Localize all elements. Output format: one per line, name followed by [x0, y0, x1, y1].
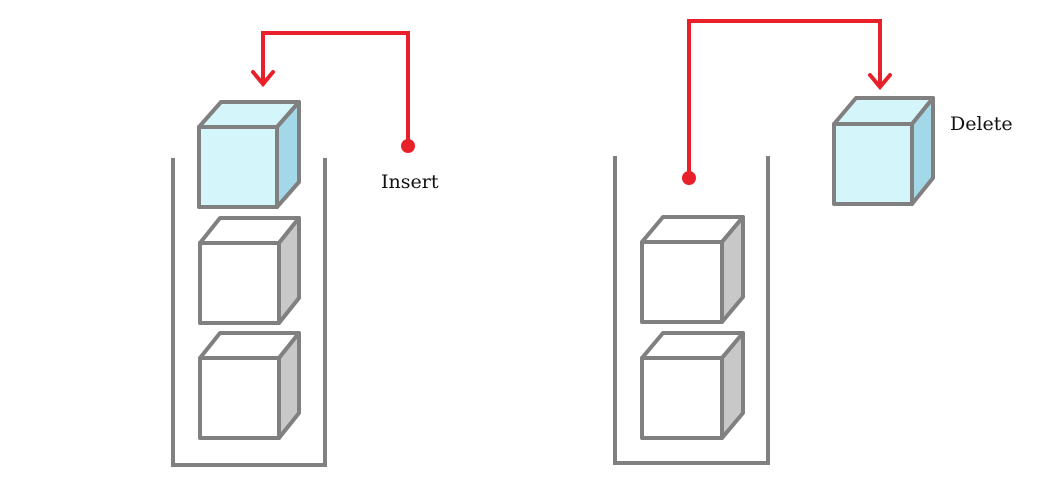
insert-stack-box-bottom — [198, 331, 301, 440]
box-front-face — [640, 356, 724, 440]
insert-arrow — [251, 31, 415, 153]
box-front-face — [197, 125, 279, 209]
delete-stack-box-top — [640, 215, 745, 324]
delete-arrow-origin-dot — [682, 171, 696, 185]
insert-arrow-head — [251, 70, 275, 88]
insert-arrow-line — [261, 31, 410, 148]
delete-stack-box-bottom — [640, 331, 745, 440]
box-front-face — [198, 356, 281, 440]
delete-stack-group: Delete — [613, 19, 1013, 465]
box-front-face — [198, 241, 281, 325]
insert-stack-group: Insert — [171, 31, 439, 467]
insert-label: Insert — [381, 171, 439, 193]
delete-arrow-head — [868, 73, 892, 91]
delete-arrow — [682, 19, 892, 185]
inserted-box — [197, 100, 301, 209]
insert-stack-container — [171, 158, 327, 467]
box-front-face — [640, 240, 724, 324]
deleted-box — [832, 96, 935, 206]
insert-stack-box-middle — [198, 216, 301, 325]
delete-stack-container — [613, 156, 770, 465]
delete-label: Delete — [950, 113, 1013, 135]
insert-arrow-origin-dot — [401, 139, 415, 153]
delete-arrow-line — [687, 19, 882, 180]
box-front-face — [832, 122, 914, 206]
